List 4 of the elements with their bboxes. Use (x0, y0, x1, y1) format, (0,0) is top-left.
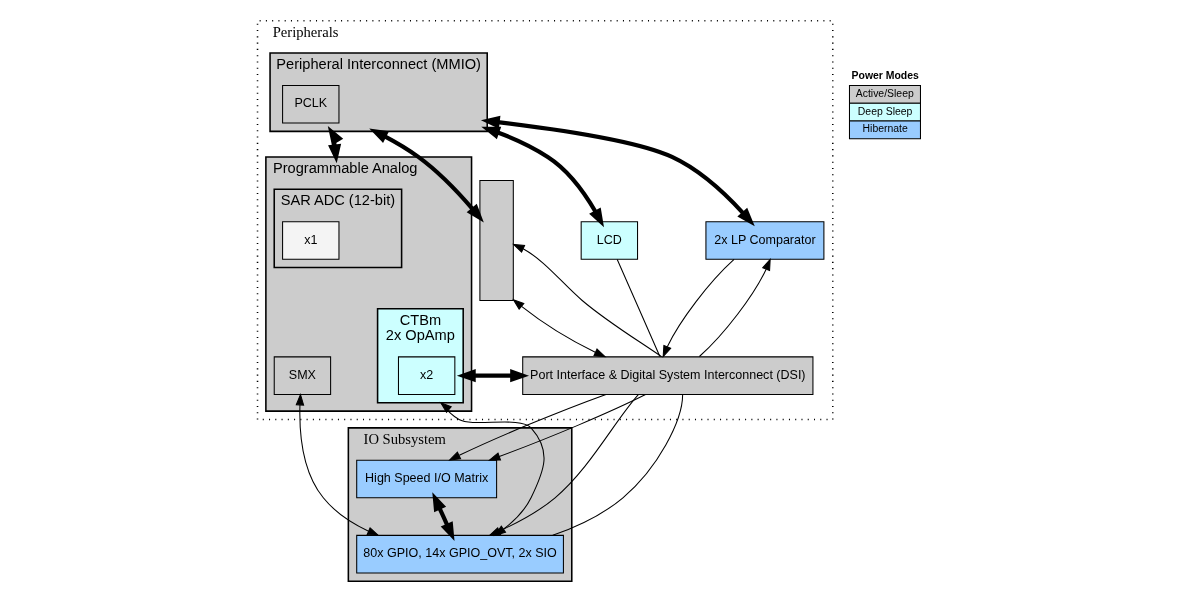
legend-label: Active/Sleep (855, 87, 914, 99)
label: Power Modes (851, 70, 919, 82)
legend-label: Deep Sleep (857, 105, 912, 117)
legend-label: Hibernate (862, 123, 908, 135)
